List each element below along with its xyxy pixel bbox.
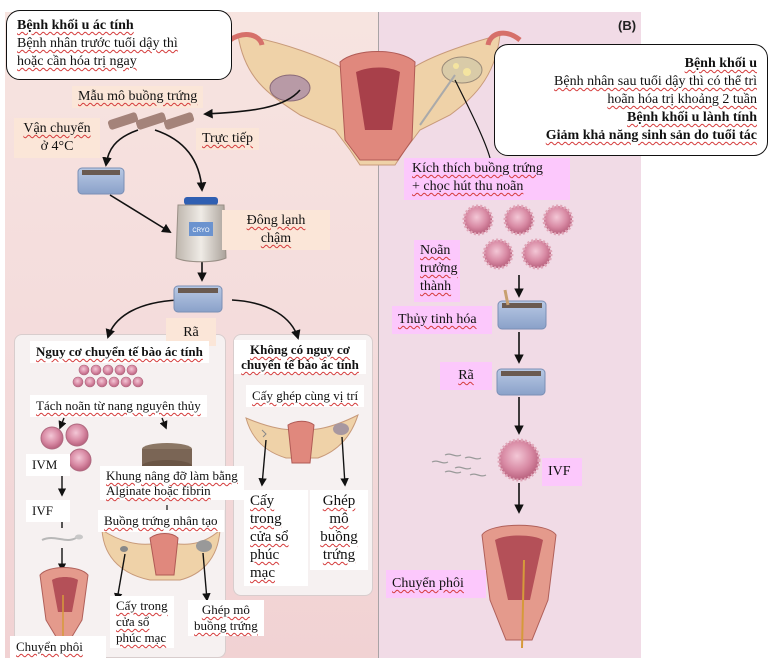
isolate-oocytes-label: Tách noãn từ nang nguyên thủy xyxy=(30,395,207,417)
artificial-ovary-label: Buồng trứng nhân tạo xyxy=(98,510,224,532)
panel-letter-b: (B) xyxy=(618,18,637,33)
slow-freeze-label: Đông lạnh chậm xyxy=(222,210,330,250)
ovarian-stimulation-label: Kích thích buồng trứng + chọc hút thu no… xyxy=(404,158,570,200)
peritoneal-line: trong xyxy=(250,511,282,527)
ovarian-graft-label-2: Ghép mô buồng trứng xyxy=(310,490,368,570)
callout-line: Bệnh nhân trước tuổi dậy thì xyxy=(17,36,178,51)
stimulation-line: + chọc hút thu noãn xyxy=(412,179,524,194)
peritoneal-line: Cấy trong xyxy=(116,598,168,613)
peritoneal-window-label: Cấy trong cửa sổ phúc mạc xyxy=(110,596,174,648)
transport-label: Vận chuyển ở 4°C xyxy=(14,118,100,158)
ovarian-graft-line: buồng xyxy=(320,529,358,545)
peritoneal-window-label-2: Cấy trong cửa sổ phúc mạc xyxy=(244,490,308,586)
peritoneal-line: phúc mạc xyxy=(116,630,167,645)
embryo-transfer-label-left: Chuyển phôi xyxy=(10,636,106,658)
mature-oocyte-line: trưởng xyxy=(420,261,458,276)
title-line: Không có nguy cơ xyxy=(249,342,351,357)
ovarian-graft-line: mô xyxy=(329,511,349,527)
ivf-label-left: IVF xyxy=(26,500,70,522)
callout-line: hoãn hóa trị khoảng 2 tuần xyxy=(607,92,757,107)
peritoneal-line: mạc xyxy=(250,565,275,581)
ivm-label: IVM xyxy=(26,454,70,476)
slow-freeze-line: Đông lạnh xyxy=(246,213,306,228)
peritoneal-line: phúc xyxy=(250,547,280,563)
callout-title: Bệnh khối u ác tính xyxy=(17,18,134,33)
scaffold-line: Khung nâng đỡ làm bằng xyxy=(106,468,238,483)
mature-oocyte-line: thành xyxy=(420,279,452,294)
ivf-label-right: IVF xyxy=(542,458,582,486)
peritoneal-line: cửa sổ xyxy=(116,614,150,629)
ovarian-graft-line: Ghép xyxy=(322,493,356,509)
callout-line: Bệnh nhân sau tuổi dậy thì có thể trì xyxy=(554,74,757,89)
ovarian-graft-line: buồng trứng xyxy=(194,618,258,633)
benign-tumor-callout: Bệnh khối u Bệnh nhân sau tuổi dậy thì c… xyxy=(494,44,768,156)
malignant-tumor-callout: Bệnh khối u ác tính Bệnh nhân trước tuổi… xyxy=(6,10,232,80)
mature-oocyte-label: Noãn trưởng thành xyxy=(414,240,460,302)
direct-label: Trực tiếp xyxy=(196,128,260,150)
mature-oocyte-line: Noãn xyxy=(420,243,451,258)
scaffold-line: Alginate hoặc fibrin xyxy=(106,483,211,498)
ovarian-graft-label: Ghép mô buồng trứng xyxy=(188,600,264,636)
transport-line: ở 4°C xyxy=(40,139,74,154)
thaw-label-right: Rã xyxy=(440,362,492,390)
orthotopic-transplant-label: Cấy ghép cùng vị trí xyxy=(246,385,365,407)
tissue-sample-label: Mẫu mô buồng trứng xyxy=(72,86,204,108)
peritoneal-line: Cấy xyxy=(250,493,275,509)
ovarian-graft-line: trứng xyxy=(322,547,356,563)
embryo-transfer-label-right: Chuyển phôi xyxy=(386,570,486,598)
stimulation-line: Kích thích buồng trứng xyxy=(412,161,543,176)
no-malignant-risk-title: Không có nguy cơ chuyển tế bào ác tính xyxy=(234,340,366,374)
callout-title: Bệnh khối u xyxy=(684,56,757,71)
malignant-risk-title: Nguy cơ chuyển tế bào ác tính xyxy=(30,341,209,363)
callout-line: hoặc cần hóa trị ngay xyxy=(17,54,137,69)
ovarian-graft-line: Ghép mô xyxy=(201,602,250,617)
title-line: chuyển tế bào ác tính xyxy=(241,357,359,372)
panel-divider xyxy=(378,12,379,658)
slow-freeze-line: chậm xyxy=(260,231,292,246)
callout-title: Bệnh khối u lành tính xyxy=(627,110,757,125)
peritoneal-line: cửa sổ xyxy=(250,529,289,545)
callout-title: Giảm khả năng sinh sản do tuổi tác xyxy=(545,128,757,143)
transport-line: Vận chuyển xyxy=(23,121,91,136)
scaffold-label: Khung nâng đỡ làm bằng Alginate hoặc fib… xyxy=(100,466,244,500)
vitrification-label: Thủy tinh hóa xyxy=(392,306,492,334)
